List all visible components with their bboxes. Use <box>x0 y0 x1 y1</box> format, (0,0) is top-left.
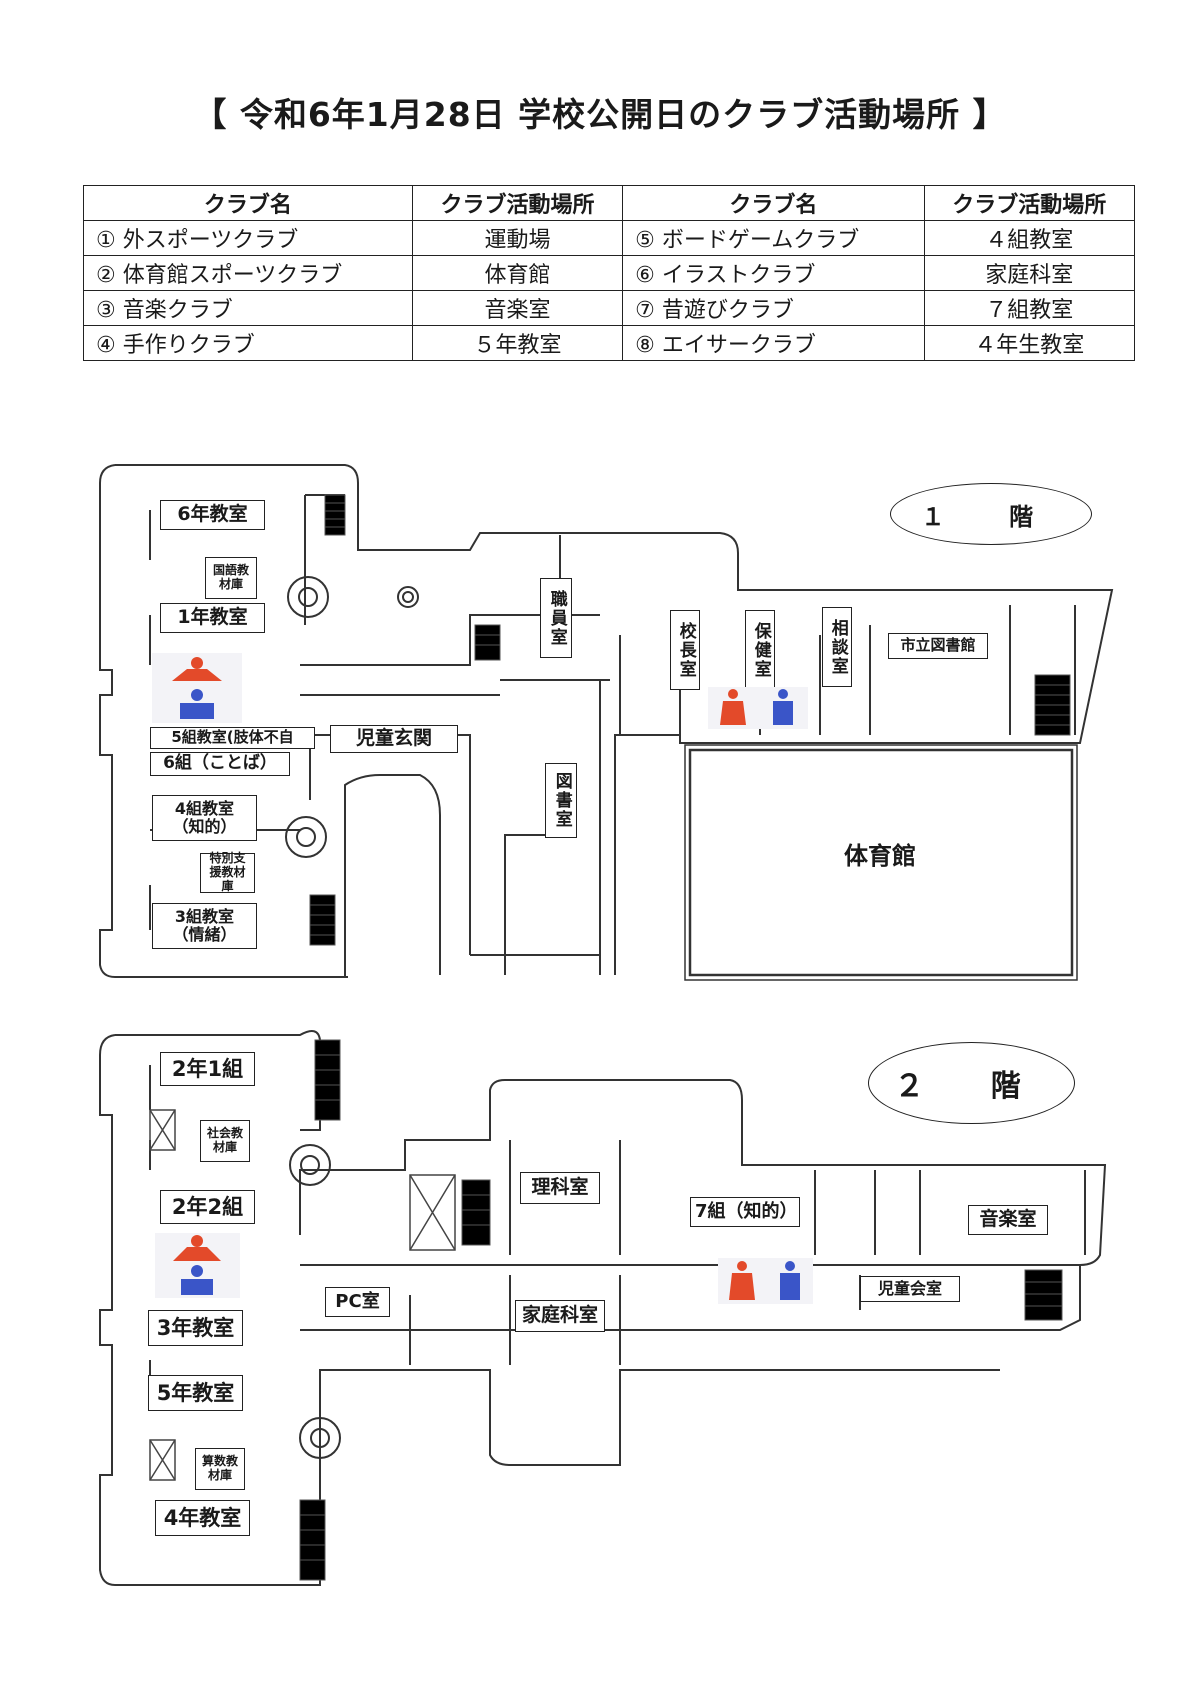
room-kumi7: 7組（知的） <box>690 1197 800 1227</box>
room-kokugo-storage: 国語教材庫 <box>205 557 257 599</box>
room-grade6: 6年教室 <box>160 500 265 530</box>
restroom-icon <box>152 653 242 723</box>
header-club-name-2: クラブ名 <box>622 185 925 221</box>
club-name: ② 体育館スポーツクラブ <box>83 255 413 291</box>
header-club-name: クラブ名 <box>83 185 413 221</box>
room-kumi4: 4組教室 （知的） <box>152 795 257 841</box>
club-place: ４年生教室 <box>923 325 1136 361</box>
room-pc: PC室 <box>325 1287 390 1317</box>
room-consult: 相談室 <box>822 607 852 687</box>
restroom-icon <box>708 687 808 729</box>
room-student-council: 児童会室 <box>860 1276 960 1302</box>
floor-1-badge: １ 階 <box>890 483 1092 545</box>
club-place: 体育館 <box>411 255 624 291</box>
club-name: ⑤ ボードゲームクラブ <box>622 220 925 256</box>
club-name: ① 外スポーツクラブ <box>83 220 413 256</box>
room-gym: 体育館 <box>844 842 916 871</box>
floor-2-badge: ２ 階 <box>868 1042 1075 1124</box>
room-nurse: 保健室 <box>745 610 775 690</box>
table-row: ④ 手作りクラブ ５年教室 ⑧ エイサークラブ ４年生教室 <box>83 325 1136 361</box>
room-shakai-storage: 社会教材庫 <box>200 1120 250 1162</box>
room-home-economics: 家庭科室 <box>515 1300 605 1332</box>
club-name: ③ 音楽クラブ <box>83 290 413 326</box>
table-row: ② 体育館スポーツクラブ 体育館 ⑥ イラストクラブ 家庭科室 <box>83 255 1136 291</box>
club-name: ⑥ イラストクラブ <box>622 255 925 291</box>
room-entrance: 児童玄関 <box>330 725 458 753</box>
gym-outline <box>688 748 1074 977</box>
club-place: 音楽室 <box>411 290 624 326</box>
room-2-2: 2年2組 <box>160 1190 255 1224</box>
room-grade3: 3年教室 <box>148 1310 243 1346</box>
floor-2-outline <box>99 1030 1107 1586</box>
room-grade5: 5年教室 <box>148 1375 243 1411</box>
club-name: ⑧ エイサークラブ <box>622 325 925 361</box>
club-place: ５年教室 <box>411 325 624 361</box>
club-place: 運動場 <box>411 220 624 256</box>
room-science: 理科室 <box>520 1172 600 1204</box>
restroom-icon <box>155 1233 240 1298</box>
club-name: ⑦ 昔遊びクラブ <box>622 290 925 326</box>
restroom-icon <box>718 1258 813 1304</box>
room-principal: 校長室 <box>670 610 700 690</box>
room-2-1: 2年1組 <box>160 1052 255 1086</box>
header-place-2: クラブ活動場所 <box>923 185 1136 221</box>
table-header-row: クラブ名 クラブ活動場所 クラブ名 クラブ活動場所 <box>83 185 1136 221</box>
room-grade1: 1年教室 <box>160 603 265 633</box>
table-row: ③ 音楽クラブ 音楽室 ⑦ 昔遊びクラブ ７組教室 <box>83 290 1136 326</box>
floor-2-map: ２ 階 2年1組 社会教材庫 2年2組 3年教室 5年教室 算数教材庫 4年教室… <box>0 1010 1200 1600</box>
room-kumi5: 5組教室(肢体不自 <box>150 727 315 749</box>
room-grade4: 4年教室 <box>155 1500 250 1536</box>
room-sansu-storage: 算数教材庫 <box>195 1448 245 1490</box>
club-name: ④ 手作りクラブ <box>83 325 413 361</box>
room-music: 音楽室 <box>968 1205 1048 1235</box>
room-library: 図書室 <box>545 763 577 838</box>
room-kumi6: 6組（ことば） <box>150 752 290 776</box>
room-city-library: 市立図書館 <box>888 633 988 659</box>
table-row: ① 外スポーツクラブ 運動場 ⑤ ボードゲームクラブ ４組教室 <box>83 220 1136 256</box>
page-title: 【 令和6年1月28日 学校公開日のクラブ活動場所 】 <box>193 95 1007 134</box>
club-place: ７組教室 <box>923 290 1136 326</box>
club-table: クラブ名 クラブ活動場所 クラブ名 クラブ活動場所 ① 外スポーツクラブ 運動場… <box>83 185 1136 361</box>
club-place: ４組教室 <box>923 220 1136 256</box>
room-staff: 職員室 <box>540 578 572 658</box>
header-place: クラブ活動場所 <box>411 185 624 221</box>
room-kumi3: 3組教室 （情緒） <box>152 903 257 949</box>
floor-1-map: １ 階 6年教室 国語教材庫 1年教室 5組教室(肢体不自 6組（ことば） 児童… <box>0 455 1200 985</box>
club-place: 家庭科室 <box>923 255 1136 291</box>
room-tokubetsu-storage: 特別支援教材庫 <box>200 851 255 893</box>
